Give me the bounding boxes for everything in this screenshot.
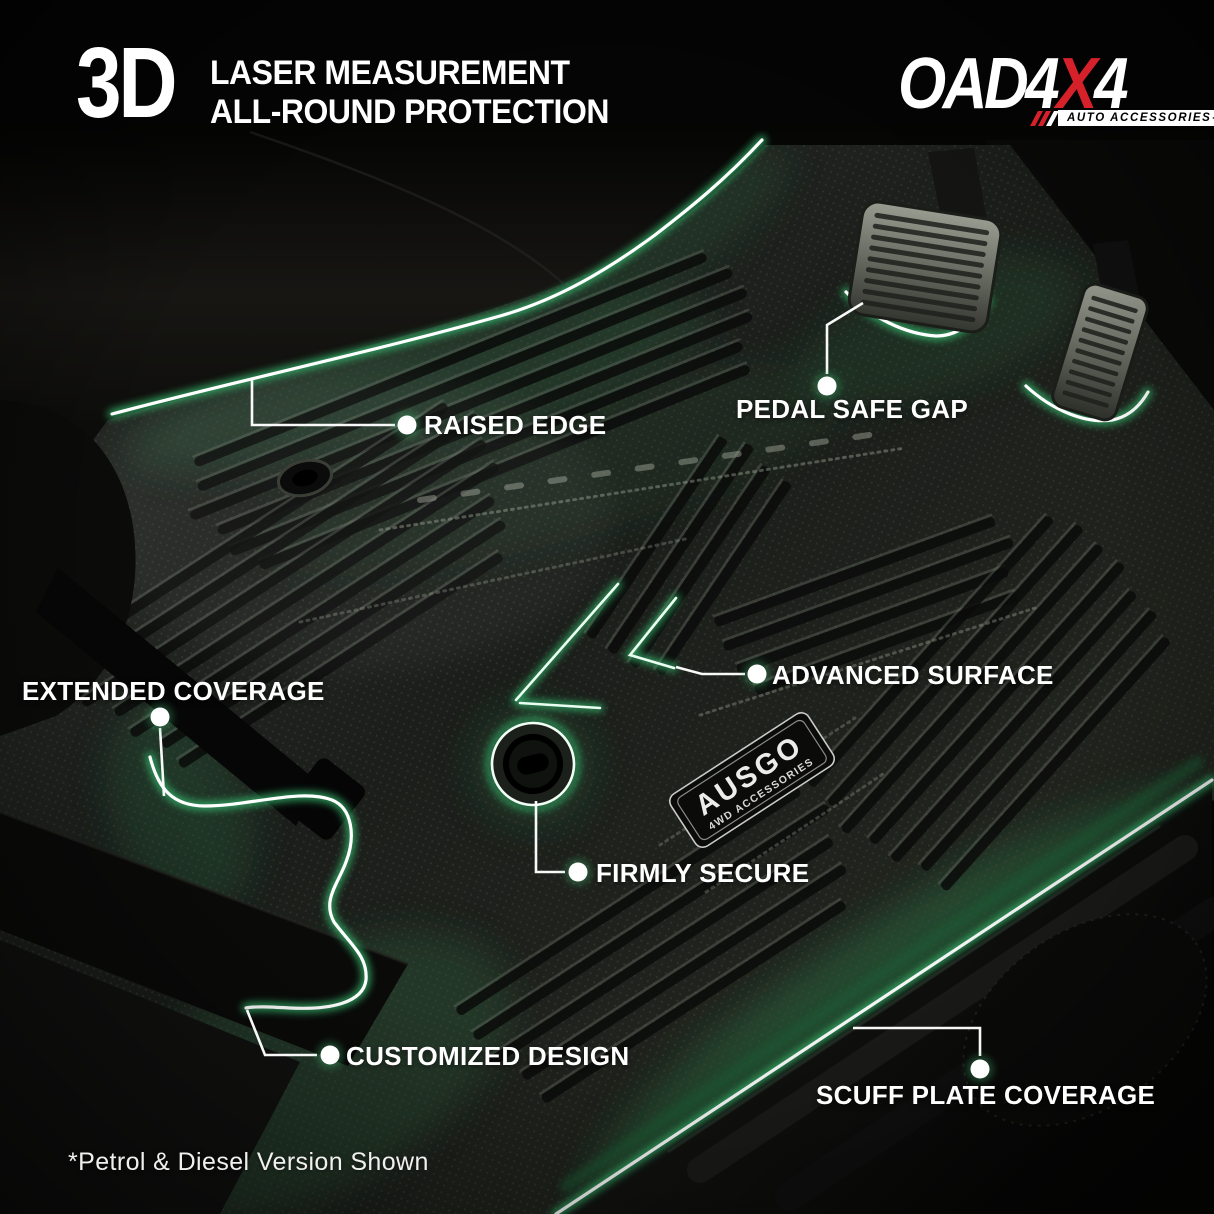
callout-advanced-surface: ADVANCED SURFACE bbox=[772, 660, 1054, 690]
extended-coverage-dot-icon bbox=[150, 707, 170, 727]
title-lines: LASER MEASUREMENT ALL-ROUND PROTECTION bbox=[210, 54, 609, 132]
scuff-plate-connector bbox=[853, 1026, 982, 1056]
brand-logo: OAD4X4 AUTO ACCESSORIES bbox=[898, 48, 1214, 138]
page-title: 3D LASER MEASUREMENT ALL-ROUND PROTECTIO… bbox=[76, 27, 634, 139]
advanced-surface-connector bbox=[675, 665, 745, 676]
title-line2: ALL-ROUND PROTECTION bbox=[209, 92, 609, 131]
callout-scuff-plate-coverage: SCUFF PLATE COVERAGE bbox=[816, 1080, 1156, 1110]
customized-design-dot-icon bbox=[320, 1045, 340, 1065]
callout-dots bbox=[147, 373, 993, 1082]
callout-firmly-secure: FIRMLY SECURE bbox=[596, 858, 810, 888]
raised-edge-dot-icon bbox=[397, 415, 417, 435]
brand-wordmark: OAD4X4 bbox=[898, 48, 1165, 120]
logo-x: X bbox=[1056, 44, 1097, 124]
callout-customized-design: CUSTOMIZED DESIGN bbox=[346, 1041, 630, 1071]
firmly-secure-dot-icon bbox=[568, 862, 588, 882]
advanced-surface-dot-icon bbox=[747, 664, 767, 684]
firmly-secure-connector bbox=[534, 801, 565, 874]
extended-coverage-connector bbox=[158, 727, 166, 797]
title-3d: 3D bbox=[76, 27, 178, 139]
callout-pedal-safe-gap: PEDAL SAFE GAP bbox=[736, 394, 968, 424]
logo-4a: 4 bbox=[1025, 44, 1059, 124]
brand-tagline-row: AUTO ACCESSORIES bbox=[1030, 110, 1214, 126]
raised-edge-connector bbox=[250, 379, 395, 427]
footer-note: *Petrol & Diesel Version Shown bbox=[68, 1148, 429, 1176]
callout-raised-edge: RAISED EDGE bbox=[424, 410, 607, 440]
pedal-safe-gap-connector bbox=[825, 301, 864, 374]
logo-oad: OAD bbox=[898, 44, 1029, 124]
brand-tagline: AUTO ACCESSORIES bbox=[1058, 110, 1214, 126]
scuff-plate-dot-icon bbox=[970, 1059, 990, 1079]
callout-extended-coverage: EXTENDED COVERAGE bbox=[22, 676, 325, 706]
title-line1: LASER MEASUREMENT bbox=[209, 54, 570, 92]
customized-design-connector bbox=[245, 1009, 317, 1057]
logo-4b: 4 bbox=[1094, 44, 1128, 124]
callout-connectors bbox=[158, 301, 982, 1057]
pedal-safe-gap-dot-icon bbox=[817, 376, 837, 396]
